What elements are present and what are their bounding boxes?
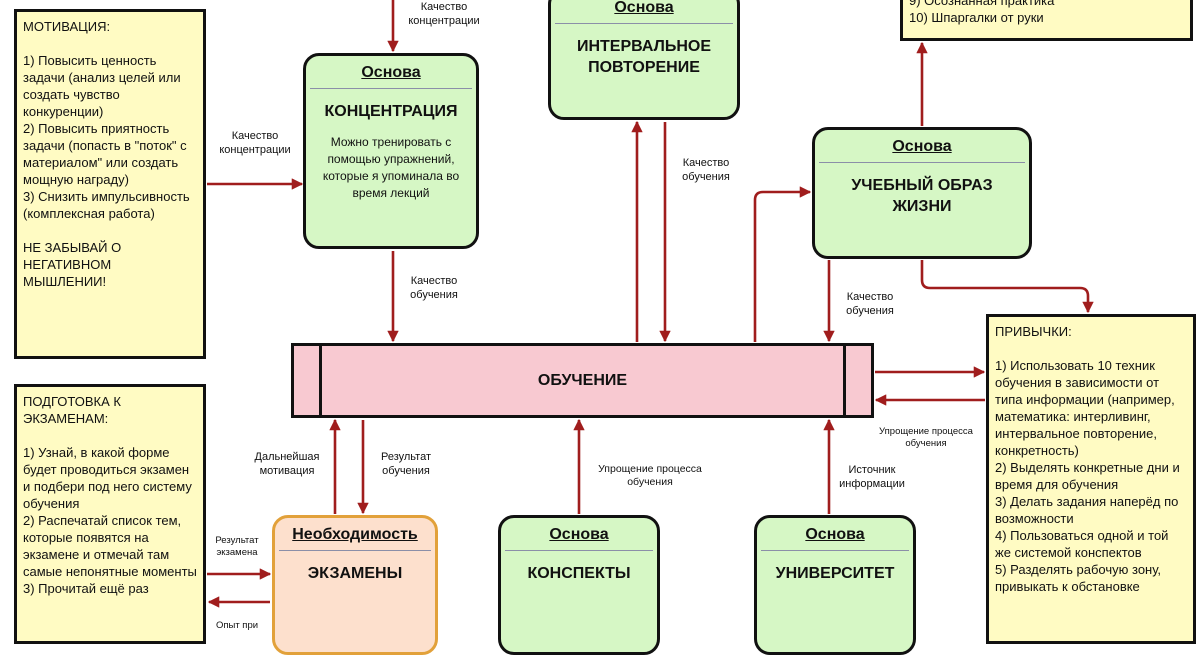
- exam-prep-note: ПОДГОТОВКА К ЭКЗАМЕНАМ: 1) Узнай, в како…: [14, 384, 206, 644]
- top-right-note: 9) Осознанная практика 10) Шпаргалки от …: [900, 0, 1193, 41]
- node-title: КОНЦЕНТРАЦИЯ: [324, 103, 458, 120]
- arrow-lifestyle-to-habits: [920, 260, 1094, 314]
- connector-arrows: [207, 0, 1094, 608]
- learning-process-box: ОБУЧЕНИЕ: [291, 343, 874, 418]
- node-tag: Основа: [805, 526, 865, 543]
- label-further-motivation: Дальнейшая мотивация: [254, 451, 320, 477]
- label-top-concentration: Качество концентрации: [408, 1, 480, 27]
- node-title: КОНСПЕКТЫ: [527, 565, 631, 582]
- node-tag: Основа: [892, 138, 952, 155]
- label-interval-learning: Качество обучения: [682, 157, 730, 183]
- node-tag: Необходимость: [292, 526, 418, 543]
- divider: [310, 88, 472, 89]
- label-lifestyle-learning: Качество обучения: [846, 291, 894, 317]
- divider: [761, 550, 909, 551]
- label-simplify-habits: Упрощение процесса обучения: [879, 426, 973, 449]
- node-title: УЧЕБНЫЙ ОБРАЗ ЖИЗНИ: [851, 177, 993, 215]
- node-tag: Основа: [549, 526, 609, 543]
- node-title: УНИВЕРСИТЕТ: [775, 565, 895, 582]
- habits-note: ПРИВЫЧКИ: 1) Использовать 10 техник обуч…: [986, 314, 1196, 644]
- label-experience: Опыт при: [215, 620, 259, 631]
- motivation-note: МОТИВАЦИЯ: 1) Повысить ценность задачи (…: [14, 9, 206, 359]
- divider: [555, 23, 733, 24]
- label-left-concentration: Качество концентрации: [219, 130, 291, 156]
- concentration-node: Основа КОНЦЕНТРАЦИЯ Можно тренировать с …: [303, 53, 479, 249]
- arrow-learning-to-lifestyle: [753, 186, 812, 342]
- right-divider: [843, 346, 846, 415]
- label-simplify-notes: Упрощение процесса обучения: [598, 463, 702, 488]
- divider: [279, 550, 431, 551]
- interval-repetition-node: Основа ИНТЕРВАЛЬНОЕ ПОВТОРЕНИЕ: [548, 0, 740, 120]
- node-tag: Основа: [361, 64, 421, 81]
- node-tag: Основа: [614, 0, 674, 16]
- label-exam-result: Результат экзамена: [215, 535, 259, 558]
- node-title: ЭКЗАМЕНЫ: [307, 565, 403, 582]
- divider: [819, 162, 1025, 163]
- node-title: ИНТЕРВАЛЬНОЕ ПОВТОРЕНИЕ: [576, 38, 712, 76]
- study-lifestyle-node: Основа УЧЕБНЫЙ ОБРАЗ ЖИЗНИ: [812, 127, 1032, 259]
- divider: [505, 550, 653, 551]
- left-divider: [319, 346, 322, 415]
- learning-title: ОБУЧЕНИЕ: [537, 372, 628, 389]
- label-learning-result: Результат обучения: [380, 451, 432, 477]
- label-concentration-learning: Качество обучения: [410, 275, 458, 301]
- label-info-source: Источник информации: [839, 464, 905, 490]
- node-description: Можно тренировать с помощью упражнений, …: [322, 135, 460, 200]
